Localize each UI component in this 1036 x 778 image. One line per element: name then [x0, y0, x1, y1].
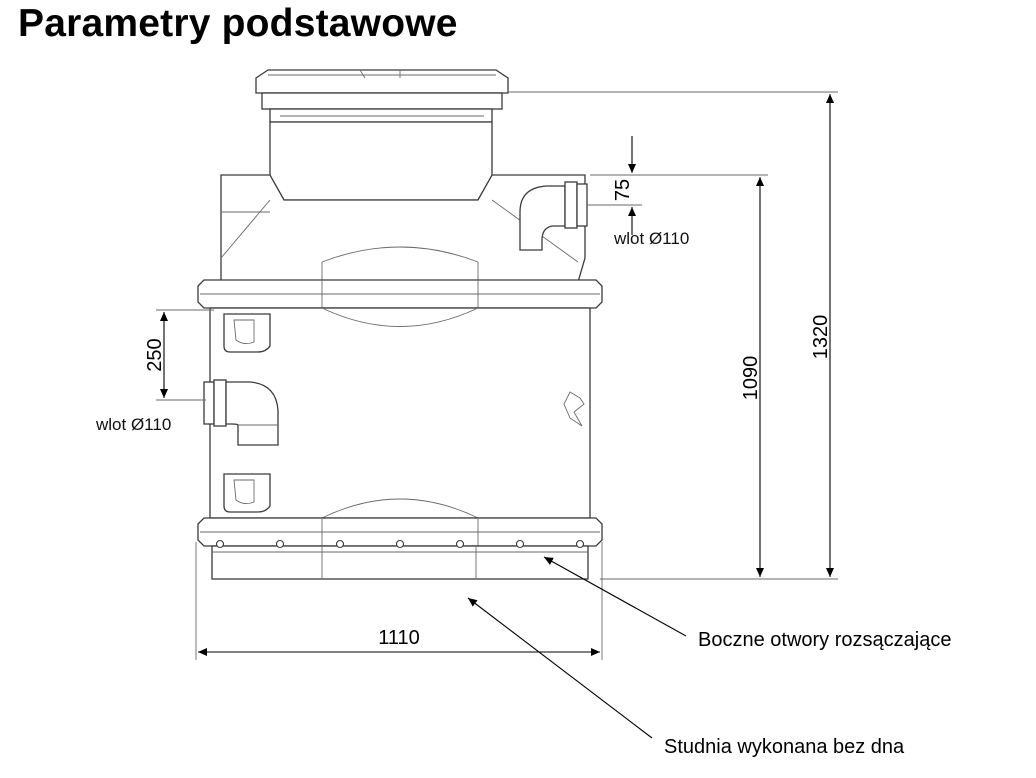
dimension-width-label: 1110 [378, 627, 420, 649]
dimension-body-height-label: 1090 [740, 356, 762, 401]
right-inlet-label: wlot Ø110 [613, 229, 689, 248]
perforated-band [211, 545, 589, 580]
dimension-total-height: 1320 [508, 91, 838, 580]
well-structure [197, 69, 603, 580]
callout-no-bottom: Studnia wykonana bez dna [467, 597, 905, 758]
left-inlet-label: wlot Ø110 [95, 415, 171, 434]
callout-side-holes-label: Boczne otwory rozsączające [698, 629, 951, 651]
dimension-side-spacing: 250 [144, 309, 214, 401]
infiltration-holes [215, 539, 585, 549]
callout-side-holes: Boczne otwory rozsączające [543, 556, 951, 651]
dimension-side-spacing-label: 250 [144, 338, 166, 371]
callout-no-bottom-label: Studnia wykonana bez dna [664, 736, 905, 758]
page-title: Parametry podstawowe [18, 2, 458, 45]
right-bracket [563, 391, 585, 427]
neck [269, 121, 493, 201]
dimension-total-height-label: 1320 [810, 315, 832, 360]
dimension-inlet-offset-label: 75 [612, 179, 634, 201]
dimension-body-height: 1090 [590, 174, 768, 577]
dimension-width: 1110 [195, 542, 603, 660]
left-inlet-elbow [203, 379, 279, 446]
left-lower-lug [223, 473, 271, 513]
right-inlet-elbow [519, 181, 588, 251]
dimension-inlet-offset: 75 [587, 136, 642, 235]
lid [255, 69, 509, 123]
left-upper-lug [223, 313, 271, 353]
